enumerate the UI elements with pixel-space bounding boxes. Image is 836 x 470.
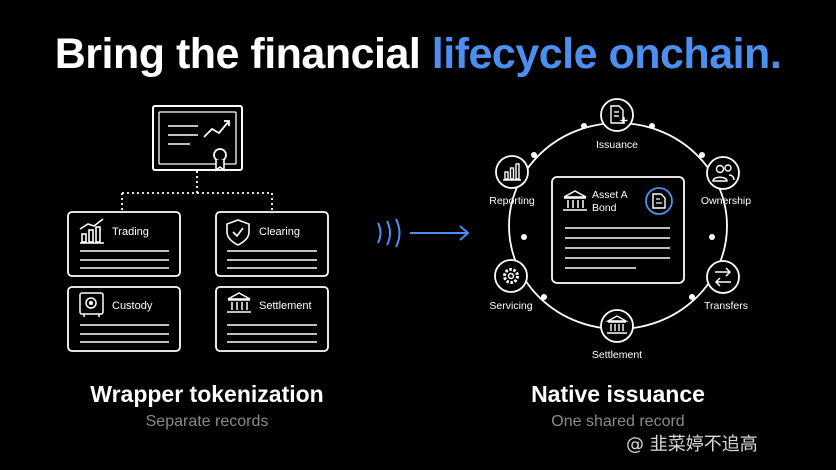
bank-icon [227, 292, 251, 313]
record-title-line-1: Asset A [592, 189, 628, 201]
gear-icon [503, 268, 519, 284]
card-label: Clearing [259, 226, 300, 238]
ring-dots [521, 123, 715, 300]
card-trading: Trading [67, 211, 181, 277]
vault-icon [79, 292, 104, 317]
page-title: Bring the financial lifecycle onchain. [0, 30, 836, 79]
node-label: Reporting [489, 195, 535, 207]
card-custody: Custody [67, 286, 181, 352]
swap-arrows-icon [714, 267, 732, 287]
node-label: Servicing [489, 300, 532, 312]
node-label: Ownership [701, 195, 751, 207]
certificate-document-icon [152, 105, 243, 172]
users-icon [712, 164, 735, 182]
shield-check-icon [226, 219, 250, 246]
connector-tree [121, 171, 273, 211]
node-ownership: Ownership [701, 156, 751, 207]
card-clearing: Clearing [215, 211, 329, 277]
card-label: Settlement [259, 300, 312, 312]
node-label: Transfers [704, 300, 748, 312]
wrapper-heading: Wrapper tokenization [90, 381, 324, 407]
bank-icon [563, 190, 587, 211]
watermark: @ 韭菜婷不追高 [626, 430, 832, 456]
node-label: Issuance [596, 139, 638, 151]
node-transfers: Transfers [704, 260, 748, 312]
title-accent: lifecycle onchain. [431, 30, 782, 78]
native-subheading: One shared record [551, 413, 685, 430]
node-reporting: Reporting [489, 155, 535, 207]
document-badge-icon [645, 187, 673, 215]
bank-icon [605, 315, 629, 334]
wrapper-subheading: Separate records [145, 413, 269, 430]
node-label: Settlement [592, 349, 642, 361]
signal-arrow-icon [377, 218, 470, 248]
node-settlement: Settlement [592, 309, 642, 361]
record-title-line-2: Bond [592, 202, 617, 214]
card-label: Trading [112, 226, 149, 238]
card-settlement: Settlement [215, 286, 329, 352]
shared-record-card: Asset A Bond [551, 176, 685, 284]
bar-chart-icon [79, 218, 104, 244]
title-lead: Bring the financial [54, 30, 421, 78]
node-issuance: Issuance [596, 98, 638, 151]
card-label: Custody [112, 300, 153, 312]
node-servicing: Servicing [489, 259, 533, 312]
bar-chart-icon [503, 163, 521, 181]
document-add-icon [610, 105, 628, 124]
watermark-text: @ 韭菜婷不追高 [626, 434, 758, 455]
native-heading: Native issuance [531, 381, 705, 407]
